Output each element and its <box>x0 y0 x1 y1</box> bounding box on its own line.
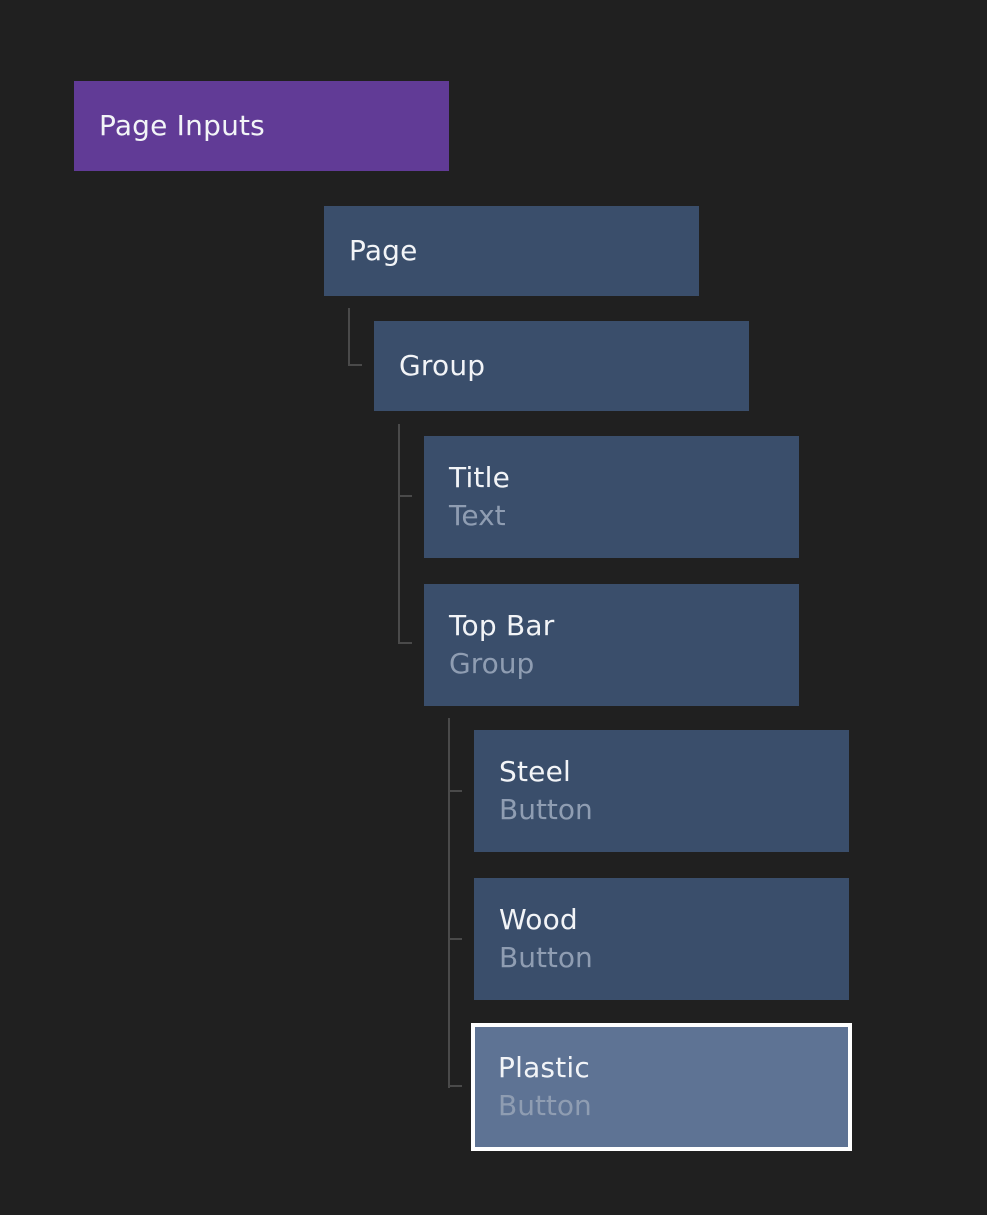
tree-node-steel[interactable]: Steel Button <box>474 730 849 852</box>
node-type: Text <box>449 499 506 532</box>
node-label: Steel <box>499 755 571 788</box>
tree-node-group[interactable]: Group <box>374 321 749 411</box>
node-label: Title <box>449 461 511 494</box>
tree-connector-tick <box>398 642 412 644</box>
tree-node-page[interactable]: Page <box>324 206 699 296</box>
node-type: Button <box>498 1089 592 1122</box>
node-type: Group <box>449 647 535 680</box>
node-label: Page <box>349 234 418 267</box>
tree-connector-tick <box>348 364 362 366</box>
tree-node-title[interactable]: Title Text <box>424 436 799 558</box>
node-label: Wood <box>499 903 578 936</box>
node-type: Button <box>499 793 593 826</box>
node-label: Top Bar <box>449 609 555 642</box>
tree-connector-tick <box>448 790 462 792</box>
tree-connector-tick <box>448 1085 462 1087</box>
node-label: Group <box>399 349 486 382</box>
node-type: Button <box>499 941 593 974</box>
node-label: Page Inputs <box>99 109 265 142</box>
tree-connector <box>448 718 450 1088</box>
tree-node-plastic[interactable]: Plastic Button <box>471 1023 852 1151</box>
tree-connector <box>348 308 350 366</box>
node-label: Plastic <box>498 1051 590 1084</box>
tree-connector-tick <box>448 938 462 940</box>
tree-connector-tick <box>398 495 412 497</box>
tree-node-wood[interactable]: Wood Button <box>474 878 849 1000</box>
tree-node-page-inputs[interactable]: Page Inputs <box>74 81 449 171</box>
tree-connector <box>398 424 400 644</box>
tree-node-top-bar[interactable]: Top Bar Group <box>424 584 799 706</box>
